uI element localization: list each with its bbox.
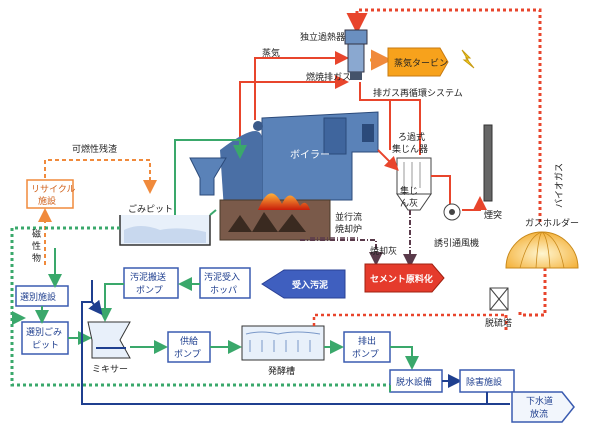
stack-label: 煙突 bbox=[484, 209, 502, 221]
incoming-sludge-arrow bbox=[261, 269, 346, 299]
residue-label: 可燃性残渣 bbox=[72, 143, 117, 155]
sludge-hopper-label-1: 汚泥受入 bbox=[204, 271, 240, 283]
furnace-label-1: 並行流 bbox=[335, 211, 362, 223]
furnace bbox=[219, 193, 331, 241]
sludge-pump-label-2: ポンプ bbox=[136, 285, 163, 296]
green-dotted-loop bbox=[10, 226, 390, 387]
mixer bbox=[87, 321, 131, 359]
biogas-line bbox=[355, 8, 547, 330]
steam-label: 蒸気 bbox=[262, 47, 280, 59]
exhaust-label: 燃焼排ガス bbox=[306, 71, 351, 83]
pit-edge-green bbox=[209, 209, 217, 216]
recycle-label-2: 施設 bbox=[38, 195, 56, 207]
fermenter-gas-line bbox=[312, 313, 506, 326]
recycle-box bbox=[26, 179, 74, 209]
discharge-pump-label-2: ポンプ bbox=[352, 349, 379, 360]
turbine-label: 蒸気タービン bbox=[394, 57, 448, 69]
dewatering-label: 脱水設備 bbox=[396, 376, 432, 388]
gas-holder bbox=[505, 231, 579, 269]
sewer-box bbox=[511, 391, 575, 423]
stack bbox=[483, 124, 493, 202]
gas-holder-label: ガスホルダー bbox=[525, 217, 579, 229]
supply-pump-label-1: 供給 bbox=[180, 335, 198, 347]
furnace-label-2: 焼却炉 bbox=[335, 223, 362, 235]
sorted-pit-label-2: ピット bbox=[32, 340, 59, 351]
feed-hopper bbox=[189, 157, 227, 196]
dust-ash-label-2: ん灰 bbox=[400, 197, 418, 209]
sludge-hopper-label-2: ホッパ bbox=[210, 285, 237, 296]
fermenter bbox=[241, 325, 325, 361]
collector-label-1: ろ過式 bbox=[398, 131, 425, 143]
discharge-to-dewater bbox=[390, 346, 419, 370]
discharge-pump-label-1: 排出 bbox=[358, 335, 376, 347]
cement-box bbox=[364, 263, 445, 293]
sewer-label-1: 下水道 bbox=[526, 395, 553, 407]
superheater bbox=[344, 29, 368, 80]
sludge-pump-box bbox=[123, 267, 179, 299]
recirculation-label: 排ガス再循環システム bbox=[373, 87, 463, 99]
sewer-label-2: 放流 bbox=[530, 408, 548, 420]
dust-ash-label-1: 集じ bbox=[400, 185, 418, 197]
garbage-pit-label: ごみピット bbox=[128, 203, 173, 215]
supply-pump-label-2: ポンプ bbox=[174, 349, 201, 360]
lightning-icon bbox=[461, 49, 475, 69]
superheater-label: 独立過熱器 bbox=[300, 31, 345, 43]
incoming-sludge-label: 受入汚泥 bbox=[292, 279, 328, 291]
induced-fan bbox=[443, 203, 461, 221]
dust-collector bbox=[396, 157, 432, 211]
steam-turbine bbox=[387, 47, 449, 77]
magnetic-label-2: 性 bbox=[32, 240, 41, 252]
fermenter-label: 発酵槽 bbox=[268, 365, 295, 377]
boiler-label: ボイラー bbox=[290, 149, 330, 161]
biogas-label: バイオガス bbox=[554, 163, 565, 208]
incineration-ash-label: 焼却灰 bbox=[370, 245, 397, 257]
magnetic-label-1: 磁 bbox=[32, 228, 41, 240]
boiler-drum bbox=[253, 121, 263, 131]
exhaust-path bbox=[377, 149, 487, 211]
sorting-label: 選別施設 bbox=[20, 291, 56, 303]
recycle-label-1: リサイクル bbox=[31, 184, 76, 195]
collector-label-2: 集じん器 bbox=[392, 143, 428, 155]
sludge-hopper-box bbox=[199, 267, 251, 299]
supply-pump-box bbox=[167, 331, 211, 363]
sorted-pit-box bbox=[21, 321, 69, 355]
fan-label: 誘引通風機 bbox=[434, 237, 479, 249]
sludge-pump-label-1: 汚泥搬送 bbox=[130, 271, 166, 283]
mixer-label: ミキサー bbox=[92, 364, 128, 375]
water-line bbox=[81, 280, 510, 405]
cement-label: セメント原料化 bbox=[370, 273, 433, 285]
desulfurization-label: 脱硫塔 bbox=[485, 317, 512, 329]
sorted-pit-label-1: 選別ごみ bbox=[26, 326, 62, 338]
pit-to-hopper bbox=[174, 139, 247, 215]
magnetic-label-3: 物 bbox=[32, 252, 41, 264]
pump-to-mixer bbox=[98, 283, 124, 322]
incineration-ash-line bbox=[300, 239, 383, 266]
detox-label: 除害施設 bbox=[466, 376, 502, 388]
desulfurization-tower bbox=[489, 287, 509, 311]
residue-line bbox=[44, 159, 157, 194]
garbage-pit bbox=[119, 215, 211, 246]
